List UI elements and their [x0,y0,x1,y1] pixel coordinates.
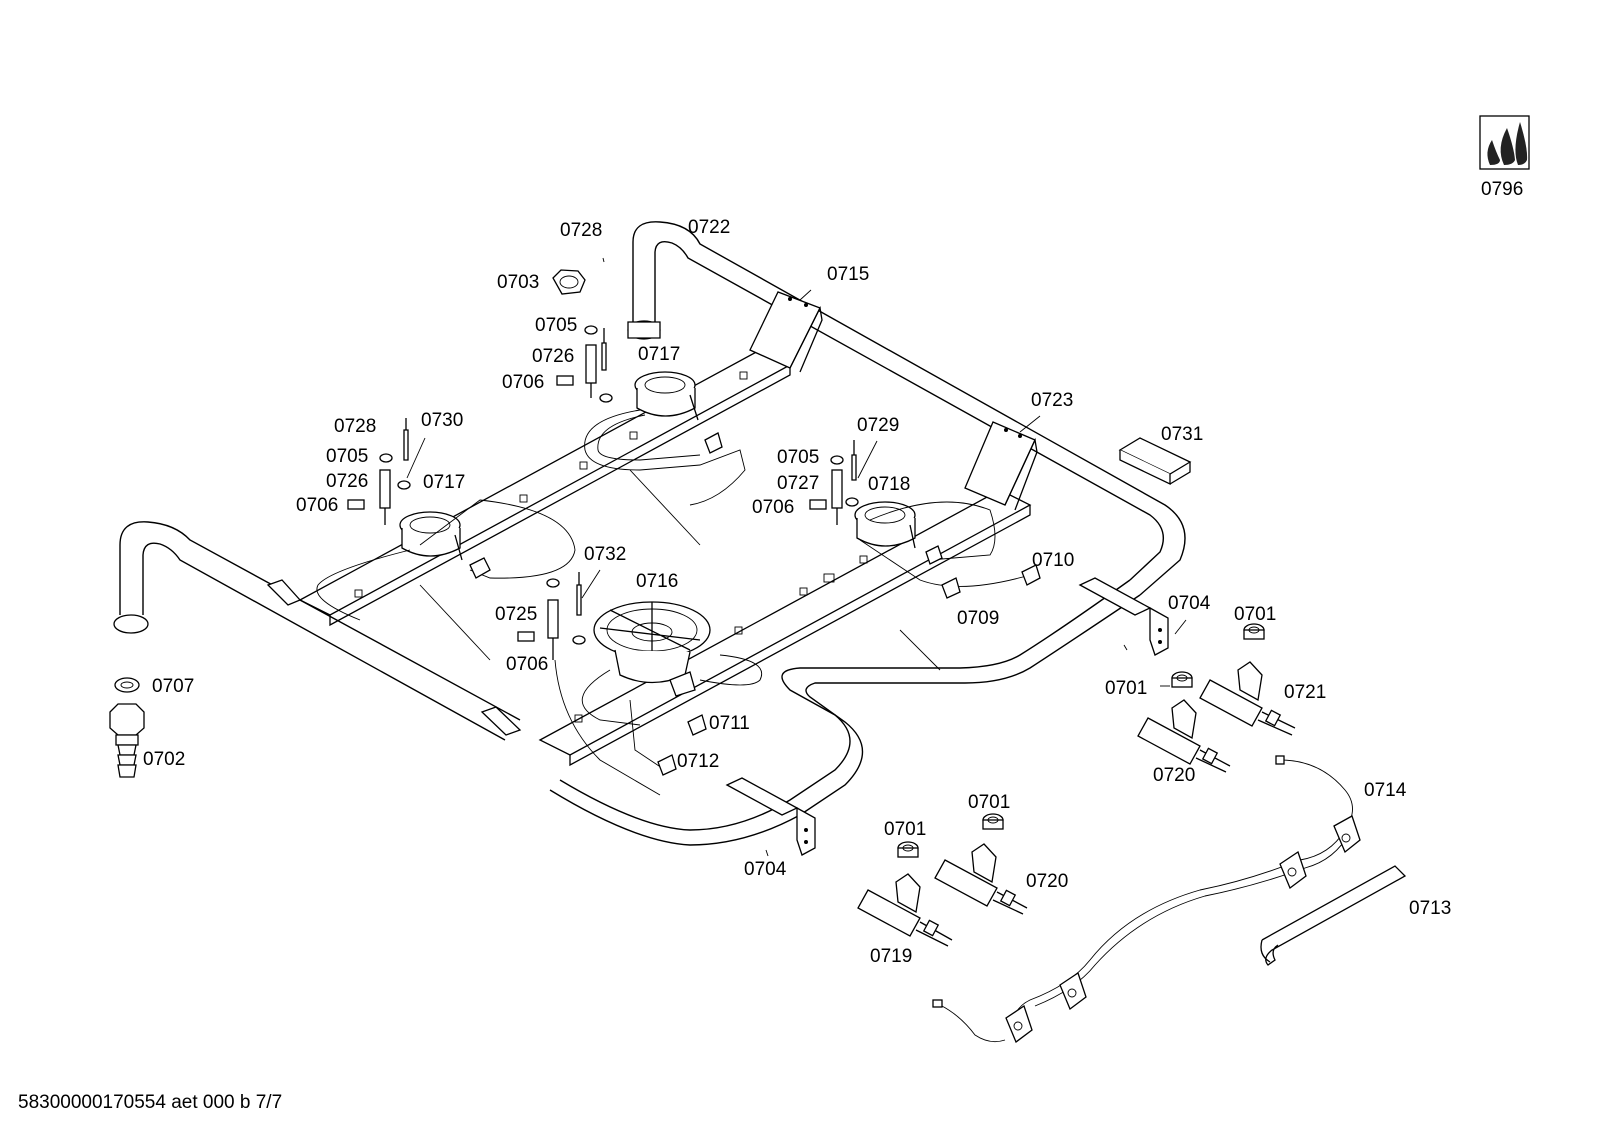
label-0701: 0701 [968,792,1010,813]
seal-0707 [114,677,140,693]
part-labels: 0796 0722 0728 0703 0705 0726 0706 0717 … [143,179,1523,967]
gas-pipe-0722 [627,221,1186,596]
label-0728: 0728 [560,220,602,241]
label-0705: 0705 [535,315,577,336]
label-0732: 0732 [584,544,626,565]
thermocouple-0726-left [379,469,391,525]
label-0728: 0728 [334,416,376,437]
clip-0706-top [556,375,613,403]
strip-0713 [1260,865,1407,966]
seal-0701-a [1243,623,1265,640]
electrode-0729 [851,440,857,481]
clip-0706-bottom [517,631,535,642]
clip-0706-right [809,499,827,510]
bracket-0723 [964,421,1038,511]
hose-connector-0702 [109,703,145,778]
label-0720: 0720 [1153,765,1195,786]
label-0716: 0716 [636,571,678,592]
label-0701: 0701 [1105,678,1147,699]
gas-symbol-0796 [1479,115,1530,170]
seal-0701-c [897,841,919,858]
gas-pipe-lower [549,579,1141,846]
label-0712: 0712 [677,751,719,772]
label-0729: 0729 [857,415,899,436]
bracket-0731 [1118,437,1192,486]
burner-cup-0718 [854,501,916,549]
label-0726: 0726 [326,471,368,492]
label-0719: 0719 [870,946,912,967]
burner-cup-0717-top [634,371,699,421]
gas-tap-0720-lower [934,843,1028,915]
label-0720: 0720 [1026,871,1068,892]
label-0703: 0703 [497,272,539,293]
gas-tap-0720-upper [1137,699,1231,773]
label-0725: 0725 [495,604,537,625]
bracket-0715 [749,291,823,373]
label-0711: 0711 [709,713,750,734]
label-0704: 0704 [1168,593,1211,614]
pipe-clips [266,579,522,736]
label-0723: 0723 [1031,390,1073,411]
label-0717: 0717 [423,472,465,493]
burner-rail-right [538,489,1032,767]
label-0713: 0713 [1409,898,1451,919]
burner-cup-0717-left [399,511,463,561]
label-0717: 0717 [638,344,680,365]
thermocouple-0727 [831,469,843,525]
seal-0701-b [1171,671,1193,688]
electrode-0728-top [601,328,607,371]
nut-0703 [552,269,586,295]
label-0707: 0707 [152,676,194,697]
label-0705: 0705 [777,447,819,468]
label-0718: 0718 [868,474,910,495]
gas-tap-0719 [857,873,953,947]
label-0705: 0705 [326,446,368,467]
ignition-harness-0714 [932,755,1361,1044]
label-0709: 0709 [957,608,999,629]
gas-tap-0721 [1199,661,1296,736]
label-0706: 0706 [296,495,338,516]
label-0701: 0701 [884,819,926,840]
seal-0701-d [982,813,1004,830]
label-0730: 0730 [421,410,463,431]
thermocouple-0725 [547,599,559,660]
drawing-reference: 58300000170554 aet 000 b 7/7 [18,1092,283,1113]
label-0704: 0704 [744,859,787,880]
label-0721: 0721 [1284,682,1326,703]
label-0706: 0706 [502,372,544,393]
washer-0705-top [584,325,598,335]
label-0702: 0702 [143,749,185,770]
label-0726: 0726 [532,346,574,367]
label-0706: 0706 [752,497,794,518]
electrode-0732 [576,572,582,616]
burner-rail-left [298,349,792,627]
label-0731: 0731 [1161,424,1203,445]
label-0701: 0701 [1234,604,1276,625]
bracket-0704-right [1078,577,1169,656]
label-0715: 0715 [827,264,869,285]
bracket-0704-lower [725,777,816,856]
label-0727: 0727 [777,473,819,494]
washer-0705-right [830,455,859,507]
electrode-0728-left [403,418,409,461]
gas-pipe-left [113,521,521,741]
thermocouple-0726-top [585,344,597,398]
washer-0705-left [379,453,411,490]
fittings [469,432,1041,776]
label-0706: 0706 [506,654,548,675]
leader-lines [406,257,1187,857]
label-0710: 0710 [1032,550,1074,571]
label-0722: 0722 [688,217,730,238]
clip-0706-left [347,499,365,510]
thermocouple-wires [316,409,1031,796]
label-0714: 0714 [1364,780,1407,801]
burner-cup-0716 [593,601,711,697]
washer-0725 [546,578,586,645]
label-0796: 0796 [1481,179,1523,200]
